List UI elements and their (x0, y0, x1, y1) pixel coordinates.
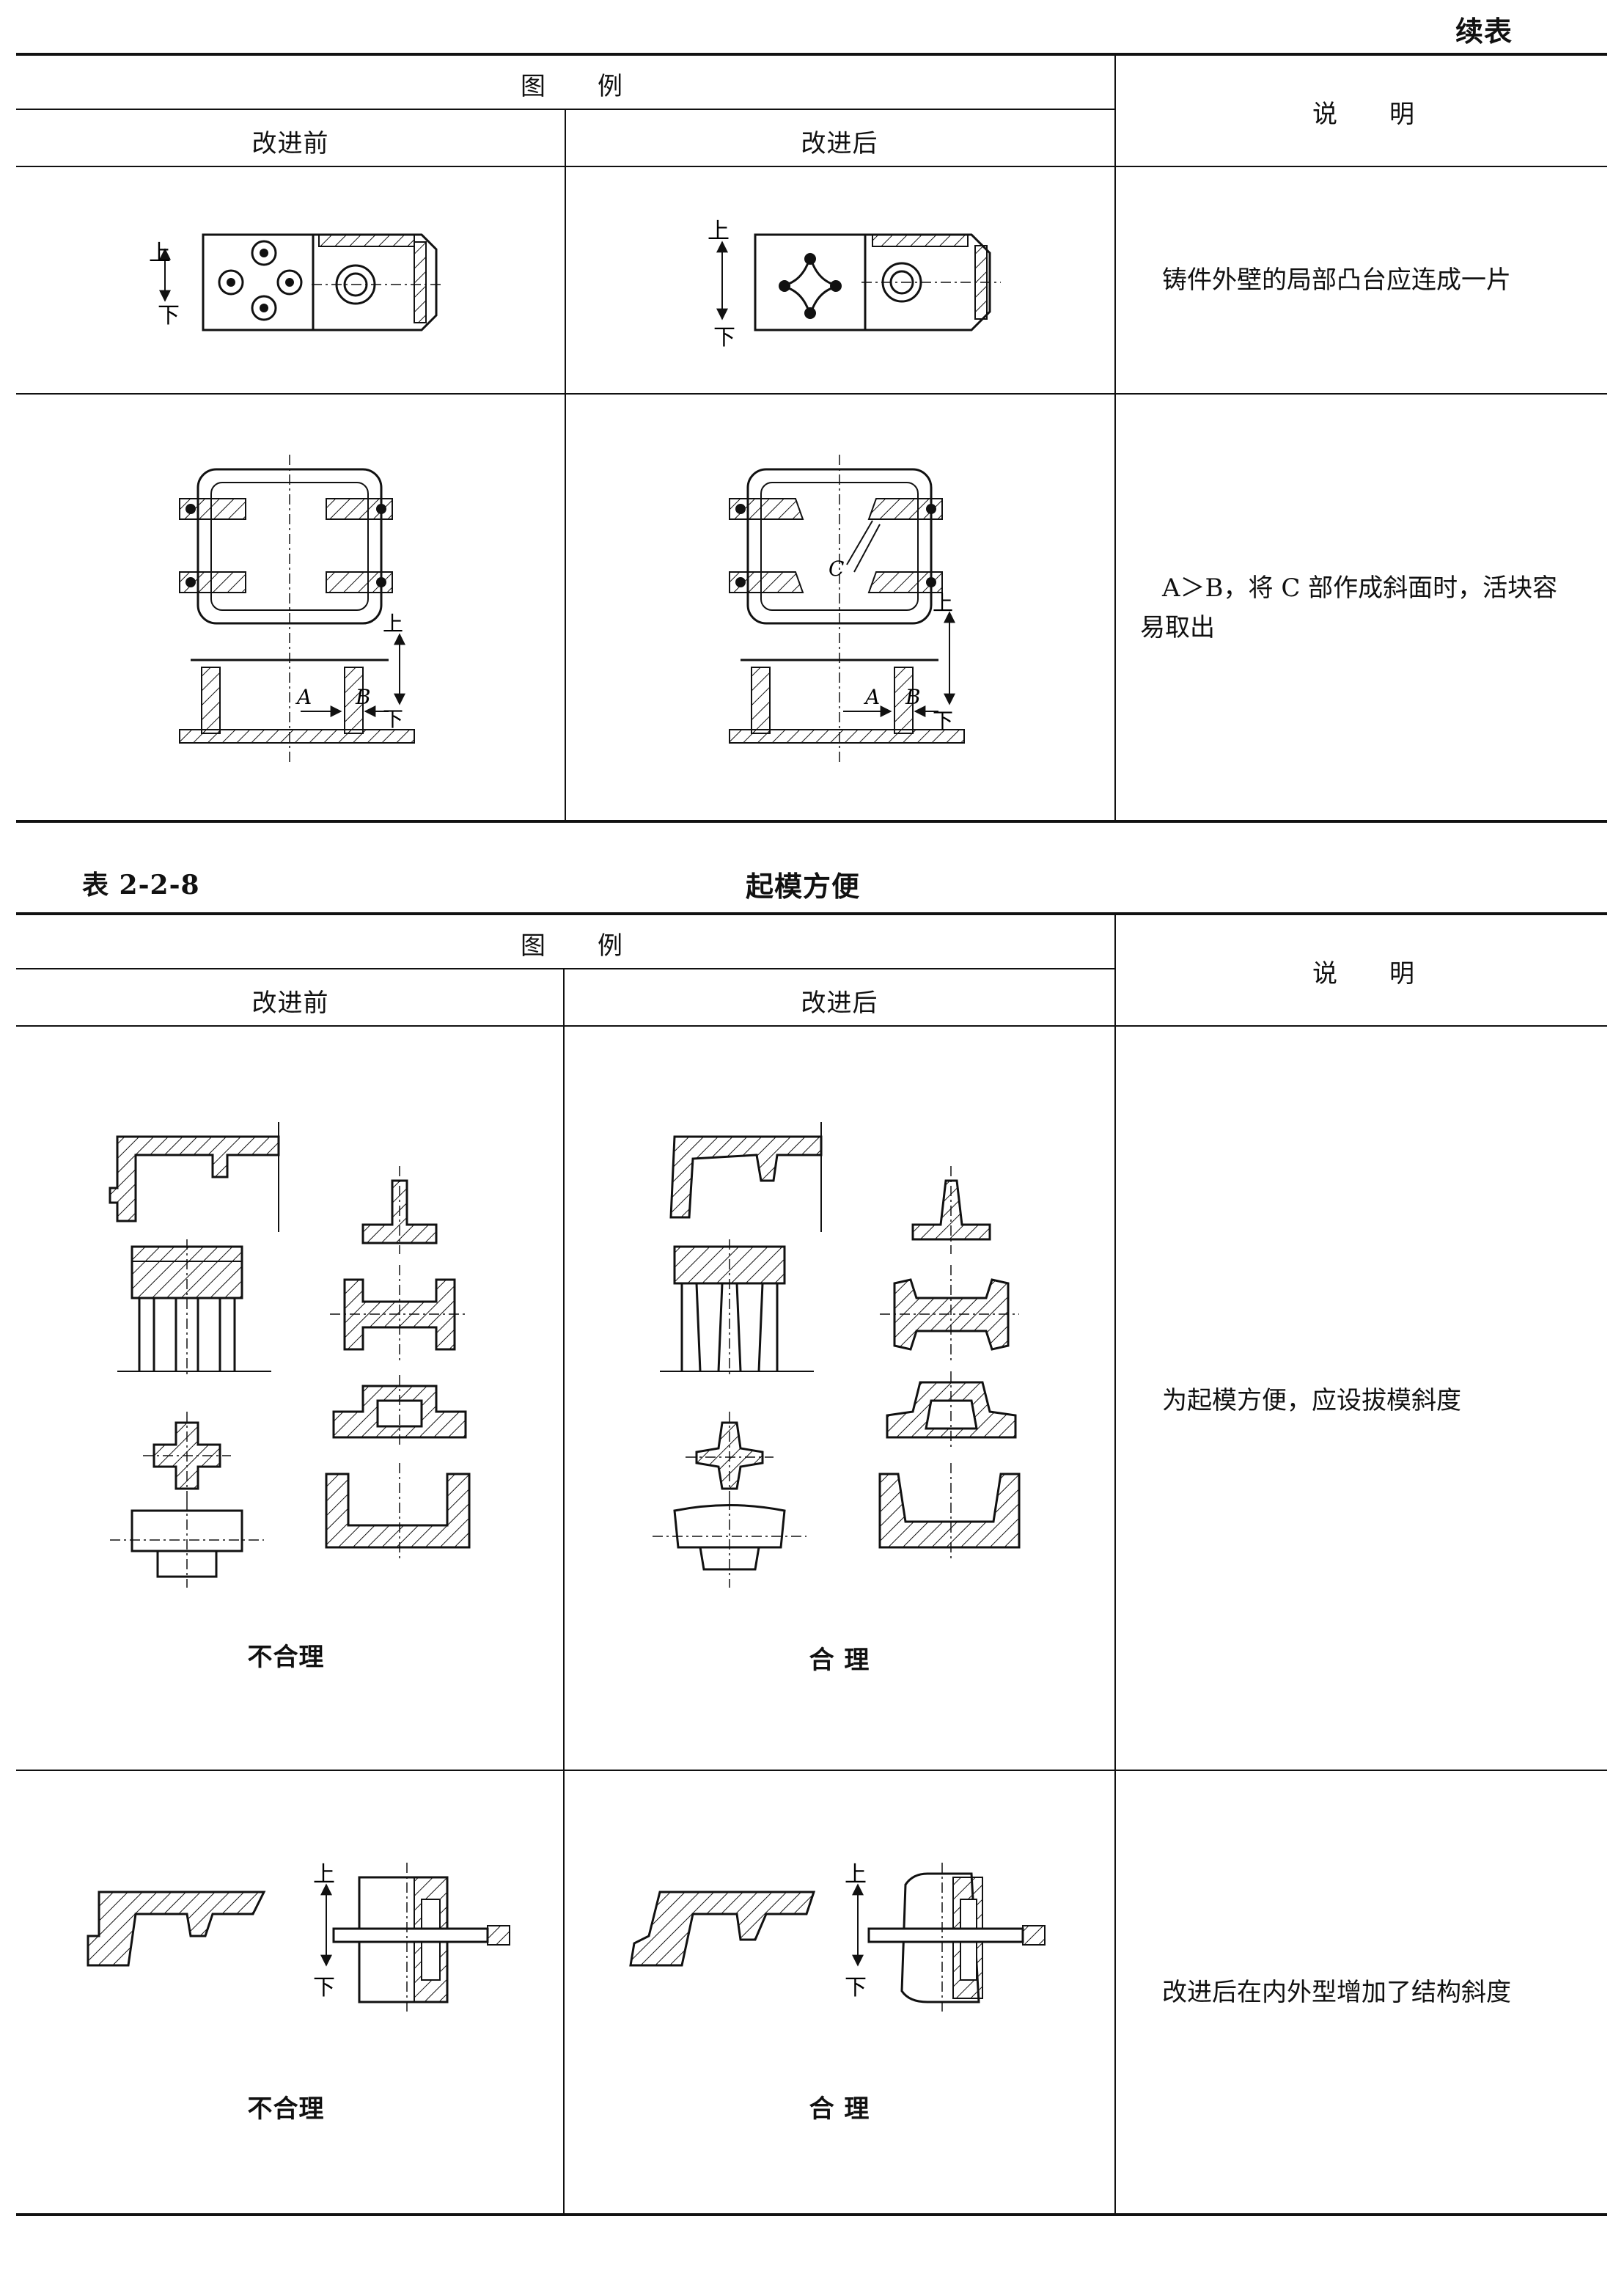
column-header-after: 改进后 (801, 129, 878, 158)
column-header-before: 改进前 (251, 989, 329, 1018)
table-title: 起模方便 (745, 870, 861, 903)
column-header-note: 说 明 (1312, 959, 1415, 989)
down-label: 下 (713, 325, 735, 351)
figure-taper-before: 上 下 (87, 1862, 510, 2013)
figure-taper-after: 上 下 (629, 1862, 1046, 2013)
svg-text:上: 上 (933, 591, 953, 615)
caption-reasonable: 合 理 (809, 1646, 870, 1675)
row2-note: A＞B，将 C 部作成斜面时，活块容易取出 (1140, 573, 1558, 642)
figure-loose-piece-after: C A B 上 下 (729, 455, 965, 763)
header-group-label: 图 例 (521, 72, 623, 101)
header-group-label: 图 例 (521, 931, 623, 961)
figure-boss-after: 上 下 (708, 219, 1001, 351)
up-label: 上 (708, 219, 730, 244)
continued-label: 续表 (1455, 15, 1513, 48)
down-label: 下 (158, 303, 180, 329)
row3-note: 为起模方便，应设拔模斜度 (1162, 1386, 1461, 1415)
svg-text:C: C (828, 557, 844, 581)
caption-reasonable: 合 理 (809, 2094, 870, 2124)
caption-unreasonable: 不合理 (247, 1643, 325, 1672)
svg-text:A: A (295, 685, 312, 709)
column-header-after: 改进后 (801, 989, 878, 1018)
svg-text:上: 上 (383, 612, 403, 636)
caption-unreasonable: 不合理 (247, 2094, 325, 2124)
table-number: 表 2-2-8 (82, 870, 200, 901)
row1-note: 铸件外壁的局部凸台应连成一片 (1162, 265, 1511, 295)
svg-text:下: 下 (383, 707, 403, 731)
svg-text:上: 上 (313, 1862, 335, 1888)
svg-text:上: 上 (845, 1862, 867, 1888)
up-label: 上 (149, 241, 171, 266)
svg-text:A: A (863, 685, 880, 709)
column-header-before: 改进前 (251, 129, 329, 158)
svg-text:下: 下 (933, 708, 953, 733)
figure-draft-after (653, 1122, 1021, 1588)
svg-text:下: 下 (313, 1975, 335, 2001)
svg-text:B: B (355, 685, 371, 709)
row4-note: 改进后在内外型增加了结构斜度 (1162, 1978, 1511, 2007)
svg-text:下: 下 (845, 1975, 867, 2001)
svg-text:B: B (905, 685, 921, 709)
figure-draft-before (109, 1122, 471, 1588)
figure-loose-piece-before: A B 上 下 (179, 455, 415, 763)
figure-boss-before: 上 下 (149, 233, 444, 331)
column-header-note: 说 明 (1312, 100, 1415, 129)
